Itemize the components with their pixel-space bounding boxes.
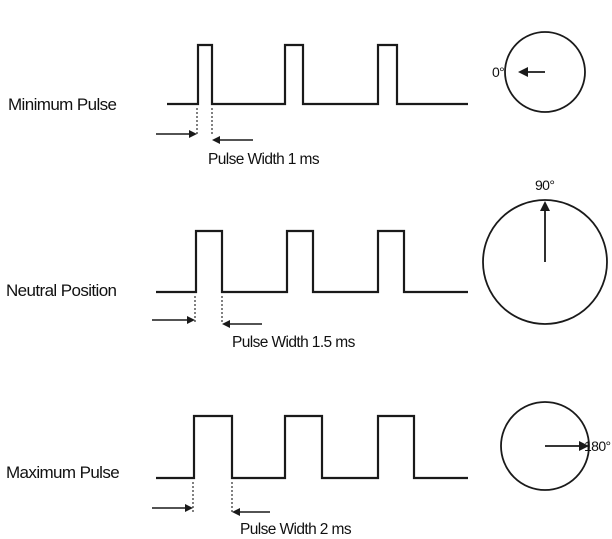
row-label-maximum-pulse: Maximum Pulse xyxy=(6,463,119,482)
pulse-width-label-neutral: Pulse Width 1.5 ms xyxy=(232,334,356,351)
servo-angle-label-minimum: 0° xyxy=(492,64,504,80)
pulse-width-label-maximum: Pulse Width 2 ms xyxy=(240,521,352,538)
pulse-row-maximum: Maximum Pulse Pulse Width 2 ms 180° xyxy=(6,401,611,538)
servo-pointer-arrowhead-maximum xyxy=(579,441,589,451)
pulse-row-neutral: Neutral Position Pulse Width 1.5 ms 90° xyxy=(6,177,608,351)
servo-dial-maximum xyxy=(500,401,590,491)
pulse-row-minimum: Minimum Pulse Pulse Width 1 ms 0° xyxy=(8,31,586,168)
servo-angle-label-neutral: 90° xyxy=(535,177,554,193)
row-label-neutral-position: Neutral Position xyxy=(6,281,117,300)
servo-pointer-arrowhead-neutral xyxy=(540,201,550,211)
pulse-width-marker-maximum xyxy=(152,482,270,516)
pulse-width-marker-neutral xyxy=(152,296,262,328)
pulse-width-marker-minimum xyxy=(156,108,253,144)
pwm-waveform-maximum xyxy=(156,414,468,480)
pulse-width-label-minimum: Pulse Width 1 ms xyxy=(208,151,320,168)
servo-pointer-arrowhead-minimum xyxy=(518,67,528,77)
servo-dial-neutral xyxy=(482,199,608,325)
row-label-minimum-pulse: Minimum Pulse xyxy=(8,95,117,114)
pwm-waveform-minimum xyxy=(167,43,468,106)
servo-angle-label-maximum: 180° xyxy=(584,438,611,454)
servo-dial-minimum xyxy=(504,31,586,113)
pwm-waveform-neutral xyxy=(156,229,468,294)
